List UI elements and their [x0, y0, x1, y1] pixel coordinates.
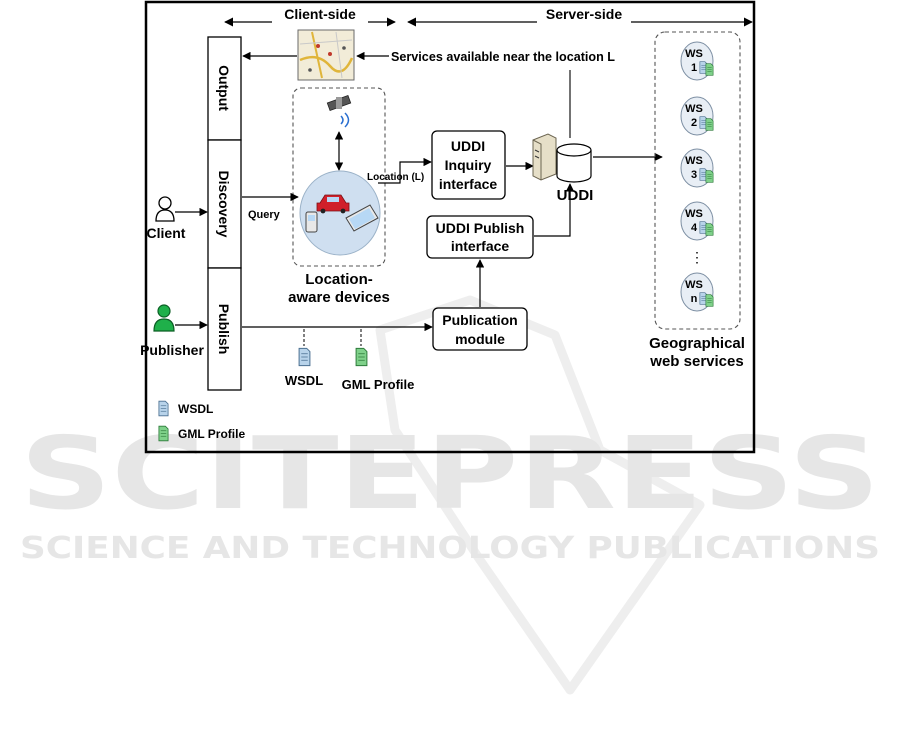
location-to-inquiry-arrow	[378, 157, 432, 184]
mobile-phone-icon	[305, 211, 318, 233]
uddi-inquiry-line1: UDDI	[451, 138, 485, 154]
publisher-label: Publisher	[140, 342, 204, 358]
web-service-n: WS n	[680, 272, 714, 312]
uddi-inquiry-line3: interface	[439, 176, 498, 192]
client-side-indicator: Client-side	[224, 6, 396, 30]
web-services-caption-line2: web services	[649, 353, 743, 370]
web-service-1-ws: WS	[685, 48, 703, 60]
web-service-2: WS 2	[680, 96, 714, 136]
uddi-publish-line2: interface	[451, 238, 510, 254]
web-service-3: WS 3	[680, 148, 714, 188]
web-service-3-id: 3	[691, 169, 697, 181]
legend: WSDL GML Profile	[158, 400, 245, 442]
web-service-1-gml-icon	[705, 63, 714, 76]
publish-bar-label: Publish	[216, 304, 232, 355]
publish-to-uddi-arrow	[534, 183, 575, 237]
web-service-n-gml-icon	[705, 294, 714, 307]
gps-satellite-icon	[326, 94, 352, 128]
uddi-publish-box	[426, 215, 534, 259]
client-actor: Client	[147, 196, 208, 241]
web-service-1: WS 1	[680, 41, 714, 81]
web-service-2-gml-icon	[705, 118, 714, 131]
publisher-person-icon	[153, 304, 175, 332]
output-bar-label: Output	[216, 65, 232, 111]
client-person-icon	[155, 196, 175, 222]
web-services-group	[654, 31, 741, 330]
discovery-bar	[207, 139, 242, 269]
output-bar	[207, 36, 242, 141]
web-service-4-ws: WS	[685, 208, 703, 220]
web-services-caption-line1: Geographical	[649, 335, 745, 352]
car-icon	[316, 194, 350, 214]
legend-wsdl-label: WSDL	[178, 402, 213, 416]
uddi-label: UDDI	[557, 187, 594, 204]
client-label: Client	[147, 225, 186, 241]
discovery-bar-label: Discovery	[216, 171, 232, 238]
laptop-icon	[345, 204, 379, 232]
publication-module-box	[432, 307, 528, 351]
publish-bar	[207, 267, 242, 391]
web-service-n-id: n	[691, 293, 698, 305]
location-label: Location (L)	[367, 172, 424, 183]
wsdl-doc-icon	[298, 347, 311, 367]
client-side-label: Client-side	[284, 6, 356, 22]
uddi-server-icon	[532, 133, 557, 181]
server-side-label: Server-side	[546, 6, 622, 22]
web-service-4-gml-icon	[705, 223, 714, 236]
devices-group	[292, 87, 386, 267]
devices-circle	[299, 170, 381, 256]
services-near-label: Services available near the location L	[391, 49, 615, 64]
devices-label-line2: aware devices	[288, 289, 390, 306]
publication-line2: module	[455, 331, 505, 347]
uddi-inquiry-box	[431, 130, 506, 200]
gml-doc-label: GML Profile	[342, 377, 415, 392]
map-thumbnail	[297, 29, 355, 81]
figure-frame	[144, 0, 756, 454]
web-services-ellipsis: ⋮	[690, 249, 704, 265]
legend-gml-icon	[158, 425, 169, 442]
watermark: SCITEPRESS SCIENCE AND TECHNOLOGY PUBLIC…	[20, 295, 880, 695]
web-service-1-id: 1	[691, 62, 697, 74]
watermark-brand: SCITEPRESS	[20, 415, 880, 532]
web-service-4-id: 4	[691, 222, 698, 234]
web-service-2-id: 2	[691, 117, 697, 129]
server-side-indicator: Server-side	[407, 6, 753, 30]
uddi-publish-line1: UDDI Publish	[436, 220, 525, 236]
client-bars: Output Discovery Publish	[207, 36, 242, 391]
uddi-database-icon	[556, 143, 592, 183]
watermark-tagline: SCIENCE AND TECHNOLOGY PUBLICATIONS	[20, 531, 880, 566]
wsdl-doc-label: WSDL	[285, 373, 323, 388]
web-service-4: WS 4	[680, 201, 714, 241]
web-service-2-ws: WS	[685, 103, 703, 115]
web-service-3-gml-icon	[705, 170, 714, 183]
query-label: Query	[248, 209, 281, 221]
legend-gml-label: GML Profile	[178, 427, 245, 441]
publication-line1: Publication	[442, 312, 517, 328]
web-service-n-ws: WS	[685, 279, 703, 291]
legend-wsdl-icon	[158, 400, 169, 417]
publisher-actor: Publisher	[140, 304, 208, 358]
gml-doc-icon	[355, 347, 368, 367]
web-service-3-ws: WS	[685, 155, 703, 167]
devices-label-line1: Location-	[305, 271, 373, 288]
uddi-inquiry-line2: Inquiry	[445, 157, 492, 173]
